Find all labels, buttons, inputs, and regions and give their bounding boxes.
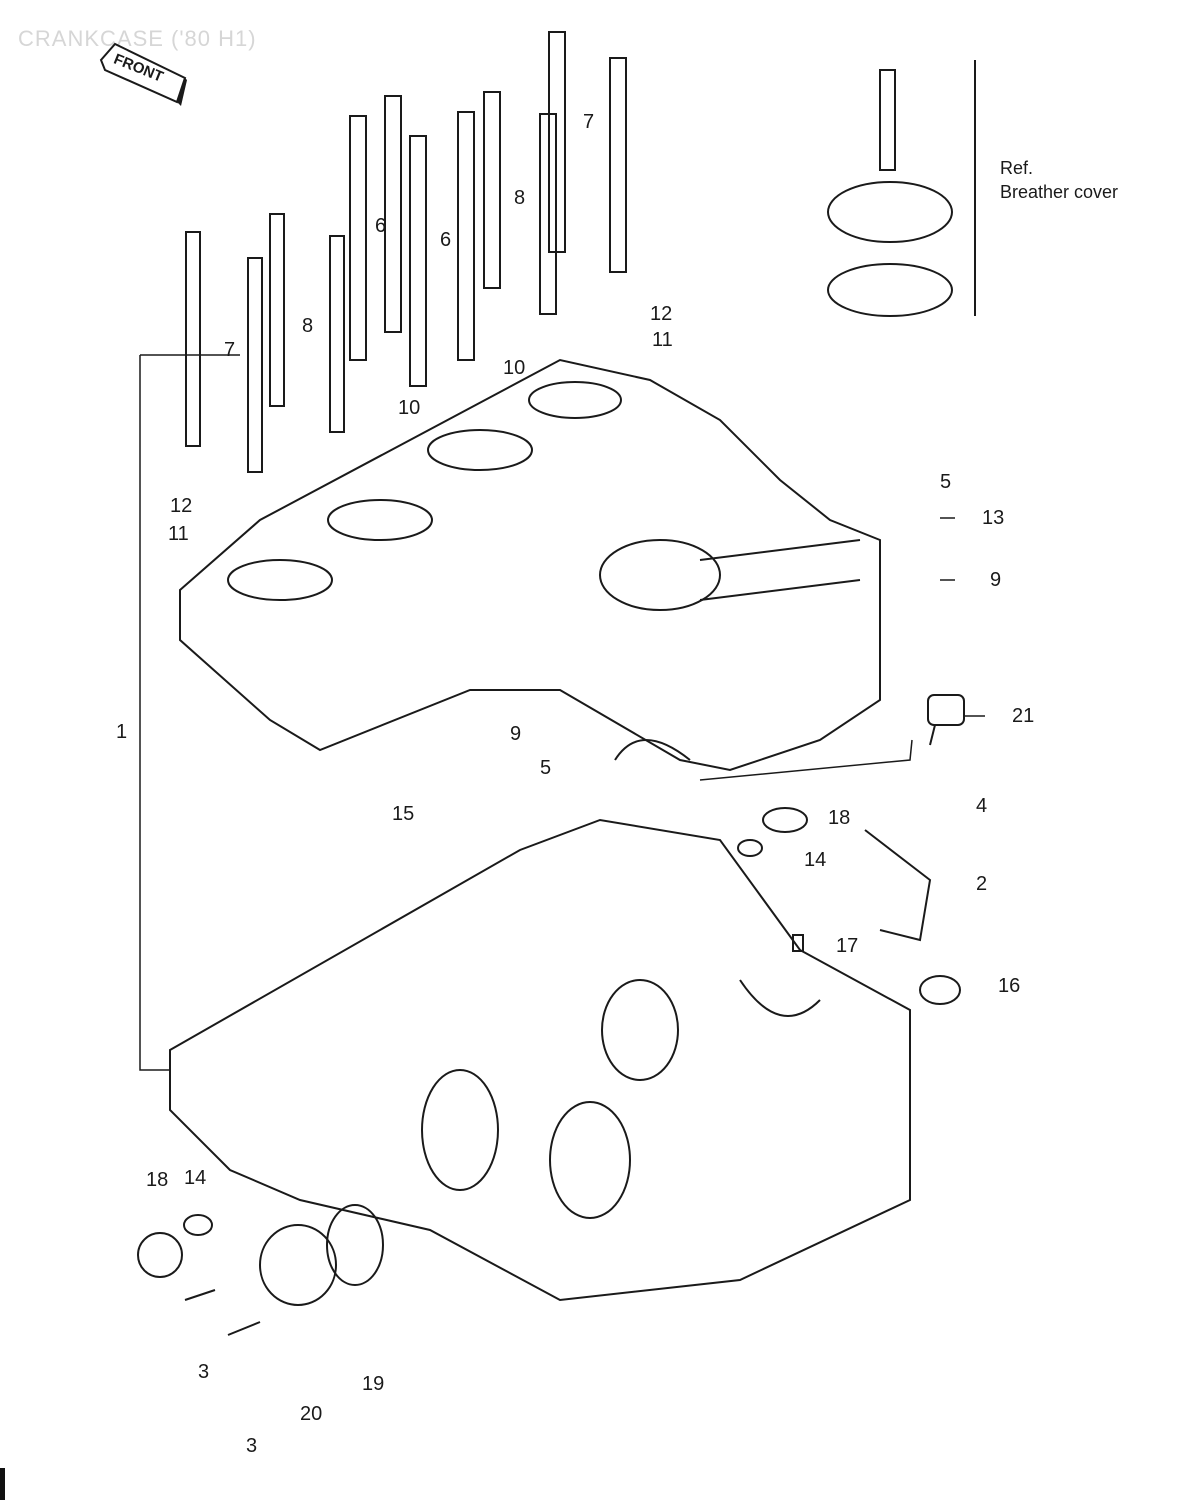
callout-4: 4 <box>976 795 988 817</box>
breather-cover-reference: Ref. Breather cover <box>1000 156 1118 204</box>
callout-15: 15 <box>392 803 415 825</box>
callout-21: 21 <box>1012 705 1035 727</box>
callout-3: 3 <box>198 1361 210 1383</box>
callout-5: 5 <box>540 757 552 779</box>
callout-17: 17 <box>836 935 859 957</box>
callout-12: 12 <box>650 303 673 325</box>
small-parts <box>137 694 965 1336</box>
callout-2: 2 <box>976 873 988 895</box>
callout-7: 7 <box>583 111 595 133</box>
callout-9: 9 <box>510 723 522 745</box>
page-edge-mark <box>0 1468 5 1500</box>
callout-16: 16 <box>998 975 1021 997</box>
upper-crankcase <box>179 358 881 772</box>
breather-cover <box>827 60 976 317</box>
studs <box>185 31 627 473</box>
callout-18: 18 <box>146 1169 169 1191</box>
reference-line-1: Ref. <box>1000 158 1034 178</box>
callout-3: 3 <box>246 1435 258 1457</box>
callout-8: 8 <box>514 187 526 209</box>
callout-6: 6 <box>375 215 387 237</box>
callout-12: 12 <box>170 495 193 517</box>
callout-8: 8 <box>302 315 314 337</box>
callout-20: 20 <box>300 1403 323 1425</box>
callout-14: 14 <box>184 1167 207 1189</box>
callout-11: 11 <box>652 329 673 351</box>
callout-11: 11 <box>168 523 189 545</box>
callout-1: 1 <box>116 721 128 743</box>
callout-14: 14 <box>804 849 827 871</box>
callout-9: 9 <box>990 569 1002 591</box>
diagram-title: CRANKCASE ('80 H1) <box>18 26 257 51</box>
reference-line-2: Breather cover <box>1000 182 1119 202</box>
callout-10: 10 <box>398 397 421 419</box>
callout-6: 6 <box>440 229 452 251</box>
callout-10: 10 <box>503 357 526 379</box>
callout-18: 18 <box>828 807 851 829</box>
callout-7: 7 <box>224 339 236 361</box>
callout-13: 13 <box>982 507 1005 529</box>
lower-crankcase <box>169 818 911 1302</box>
callout-5: 5 <box>940 471 952 493</box>
front-arrow-icon: FRONT <box>99 42 187 106</box>
leader-lines <box>139 354 985 1071</box>
callout-19: 19 <box>362 1373 385 1395</box>
